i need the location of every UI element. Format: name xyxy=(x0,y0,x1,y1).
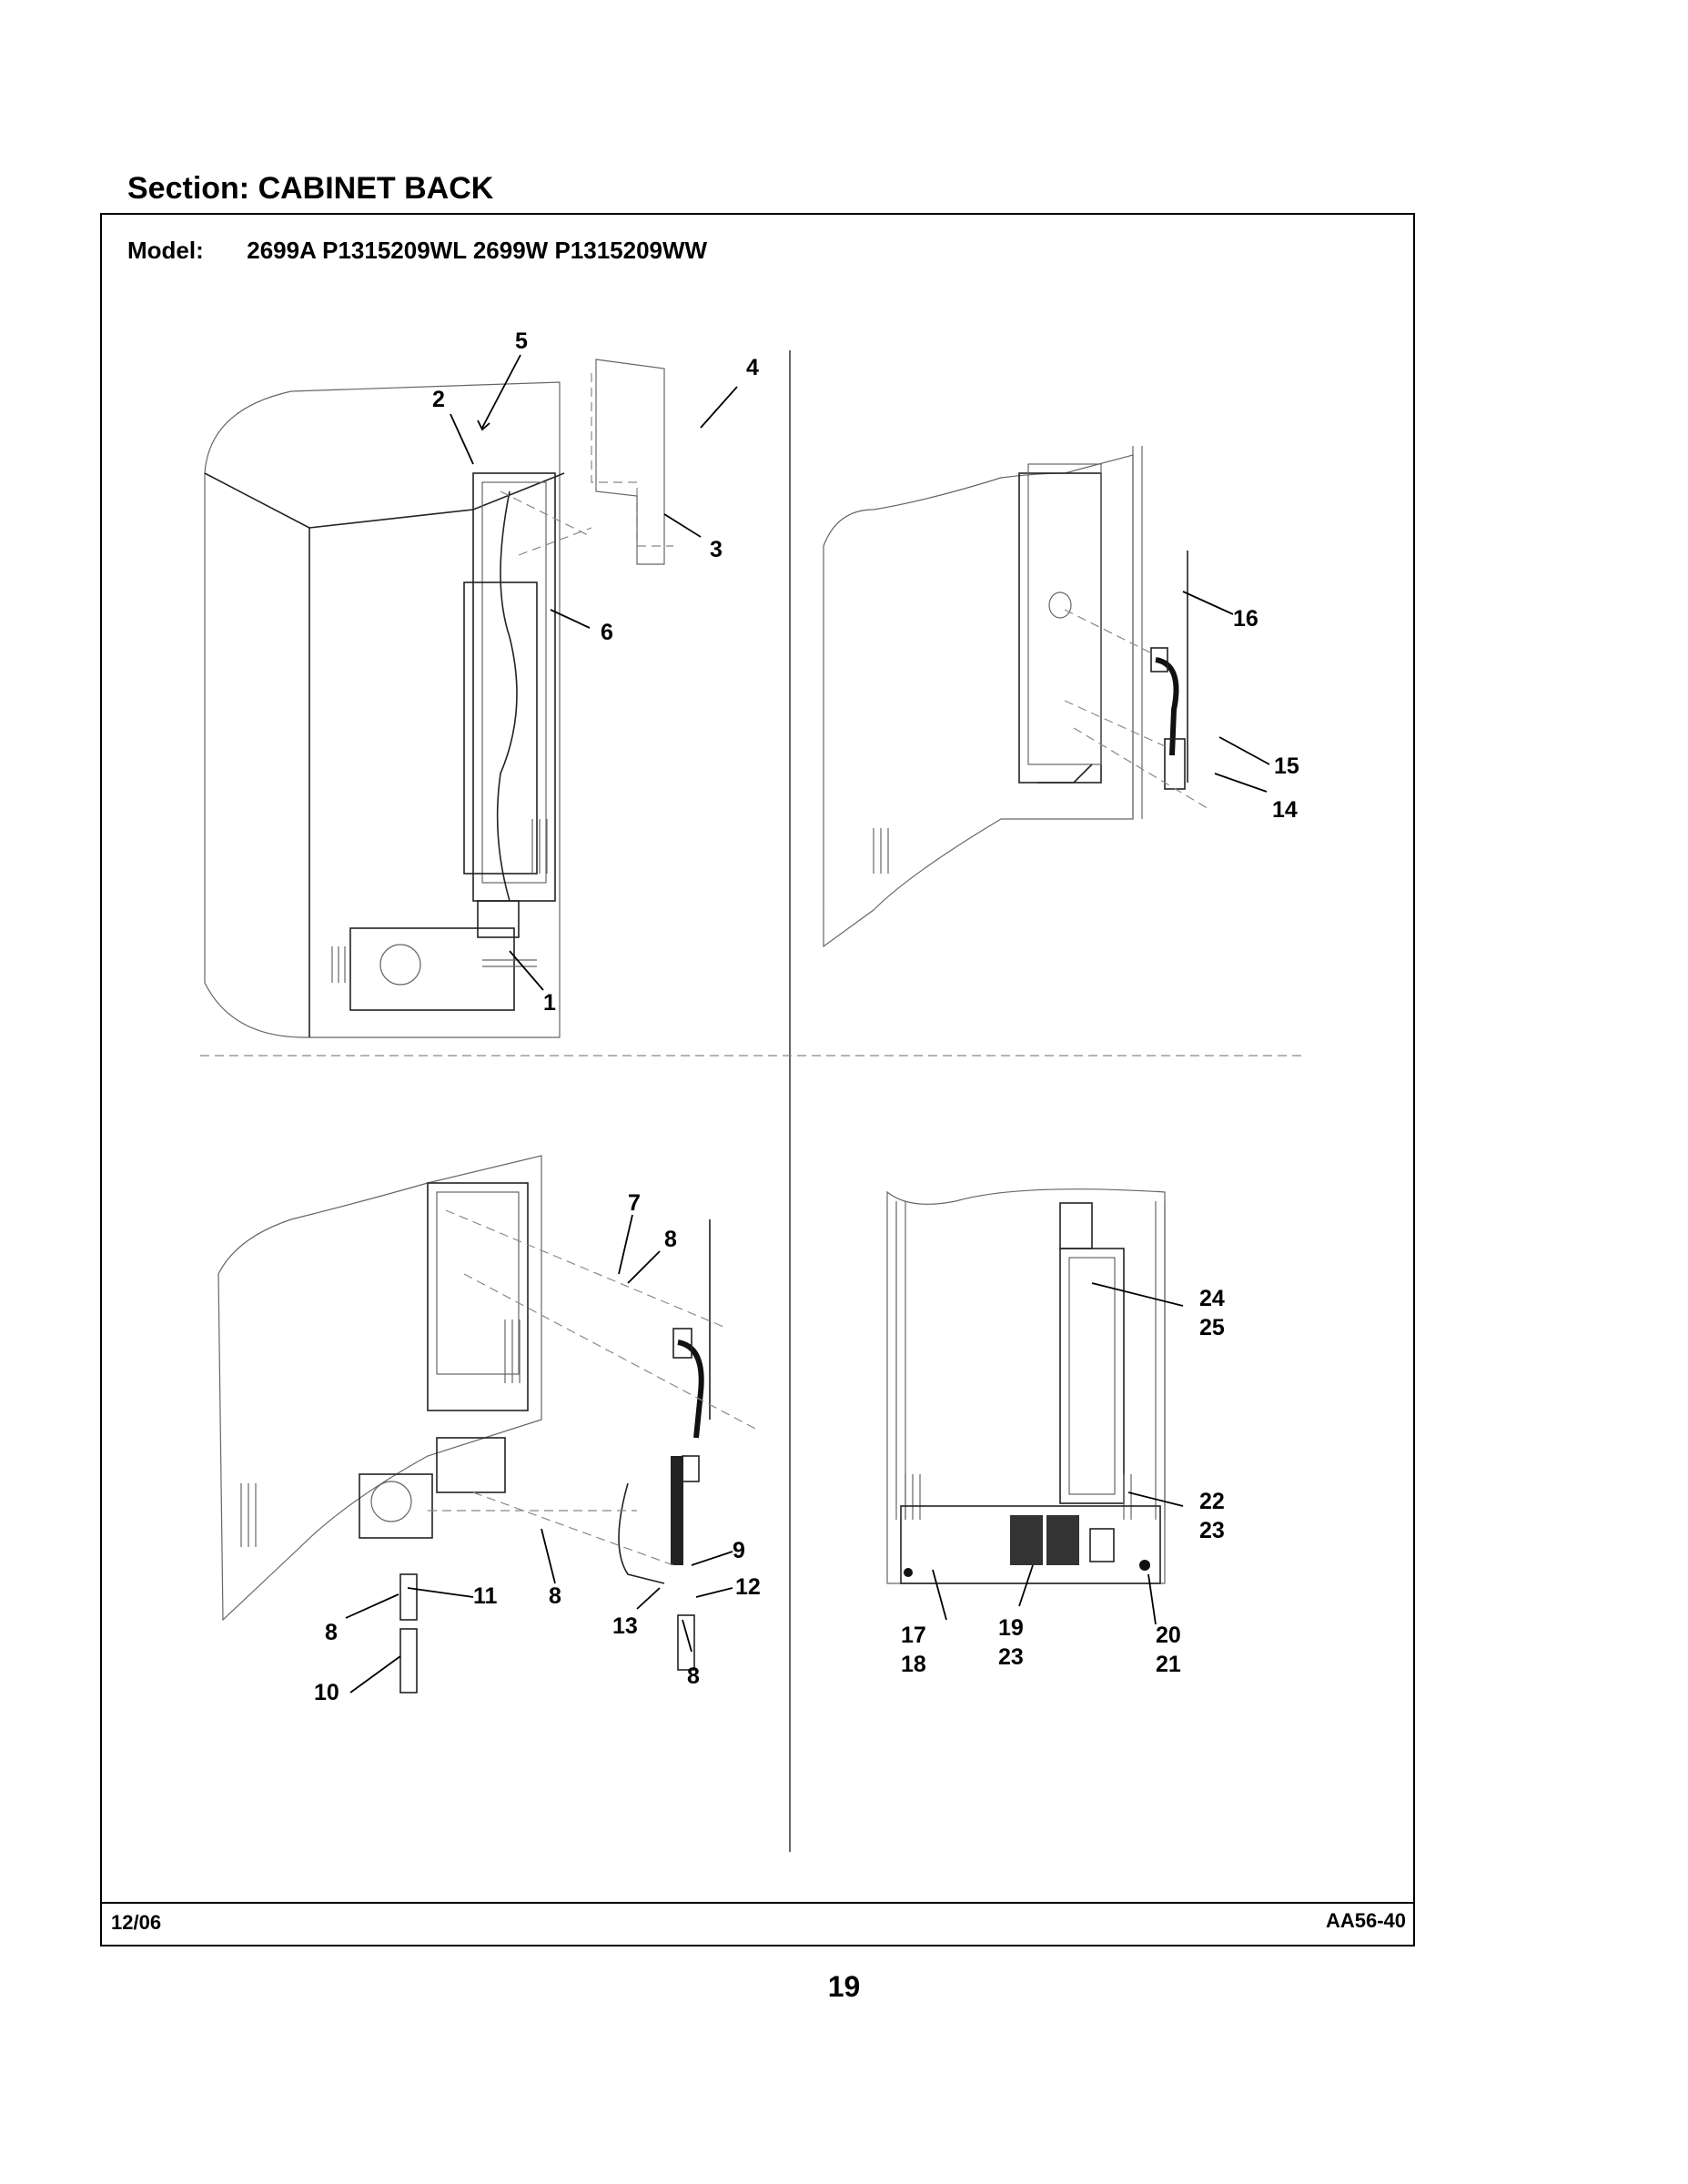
callout-labels: 5 2 4 3 6 1 16 15 14 7 8 9 12 11 8 8 13 … xyxy=(314,329,1299,1705)
callout-15: 15 xyxy=(1274,753,1299,779)
callout-8-bottom: 8 xyxy=(687,1663,700,1689)
section-title: Section: CABINET BACK xyxy=(127,171,493,207)
callout-8-top: 8 xyxy=(664,1227,677,1252)
model-label: Model: xyxy=(127,237,204,264)
callout-23-right: 23 xyxy=(1199,1518,1225,1543)
diagram-frame xyxy=(100,213,1415,1946)
callout-22: 22 xyxy=(1199,1489,1225,1514)
callout-25: 25 xyxy=(1199,1315,1225,1340)
section-label: Section: xyxy=(127,171,250,206)
view-bottom-left xyxy=(217,1155,756,1694)
pointer-lines xyxy=(345,354,1270,1694)
callout-7: 7 xyxy=(628,1190,641,1216)
callout-18: 18 xyxy=(901,1652,926,1677)
section-name: CABINET BACK xyxy=(258,171,494,206)
callout-2: 2 xyxy=(432,387,445,412)
callout-11: 11 xyxy=(473,1583,498,1609)
page-number: 19 xyxy=(827,1970,861,2003)
callout-8-middle: 8 xyxy=(549,1583,561,1609)
document-code: AA56-40 xyxy=(1325,1909,1406,1932)
callout-13: 13 xyxy=(612,1613,638,1639)
callout-12: 12 xyxy=(735,1574,761,1600)
callout-19: 19 xyxy=(998,1615,1024,1641)
callout-5: 5 xyxy=(515,329,528,354)
footer-divider xyxy=(100,1902,1415,1904)
revision-date: 12/06 xyxy=(111,1911,162,1934)
callout-9: 9 xyxy=(733,1538,745,1563)
callout-23-center: 23 xyxy=(998,1644,1024,1670)
callout-6: 6 xyxy=(601,620,613,645)
callout-24: 24 xyxy=(1199,1286,1225,1311)
view-top-left xyxy=(204,359,673,1038)
model-line: Model: 2699A P1315209WL 2699W P1315209WW xyxy=(127,237,707,265)
callout-1: 1 xyxy=(543,990,556,1016)
model-numbers: 2699A P1315209WL 2699W P1315209WW xyxy=(247,237,708,264)
callout-17: 17 xyxy=(901,1623,926,1648)
callout-4: 4 xyxy=(746,355,759,380)
callout-16: 16 xyxy=(1233,606,1258,632)
view-bottom-right xyxy=(886,1188,1166,1584)
callout-20: 20 xyxy=(1156,1623,1181,1648)
view-top-right xyxy=(823,446,1211,948)
quadrant-dividers xyxy=(200,350,1306,1852)
callout-3: 3 xyxy=(710,537,723,562)
callout-21: 21 xyxy=(1156,1652,1181,1677)
callout-10: 10 xyxy=(314,1680,339,1705)
callout-8-left: 8 xyxy=(325,1620,338,1645)
callout-14: 14 xyxy=(1272,797,1298,823)
